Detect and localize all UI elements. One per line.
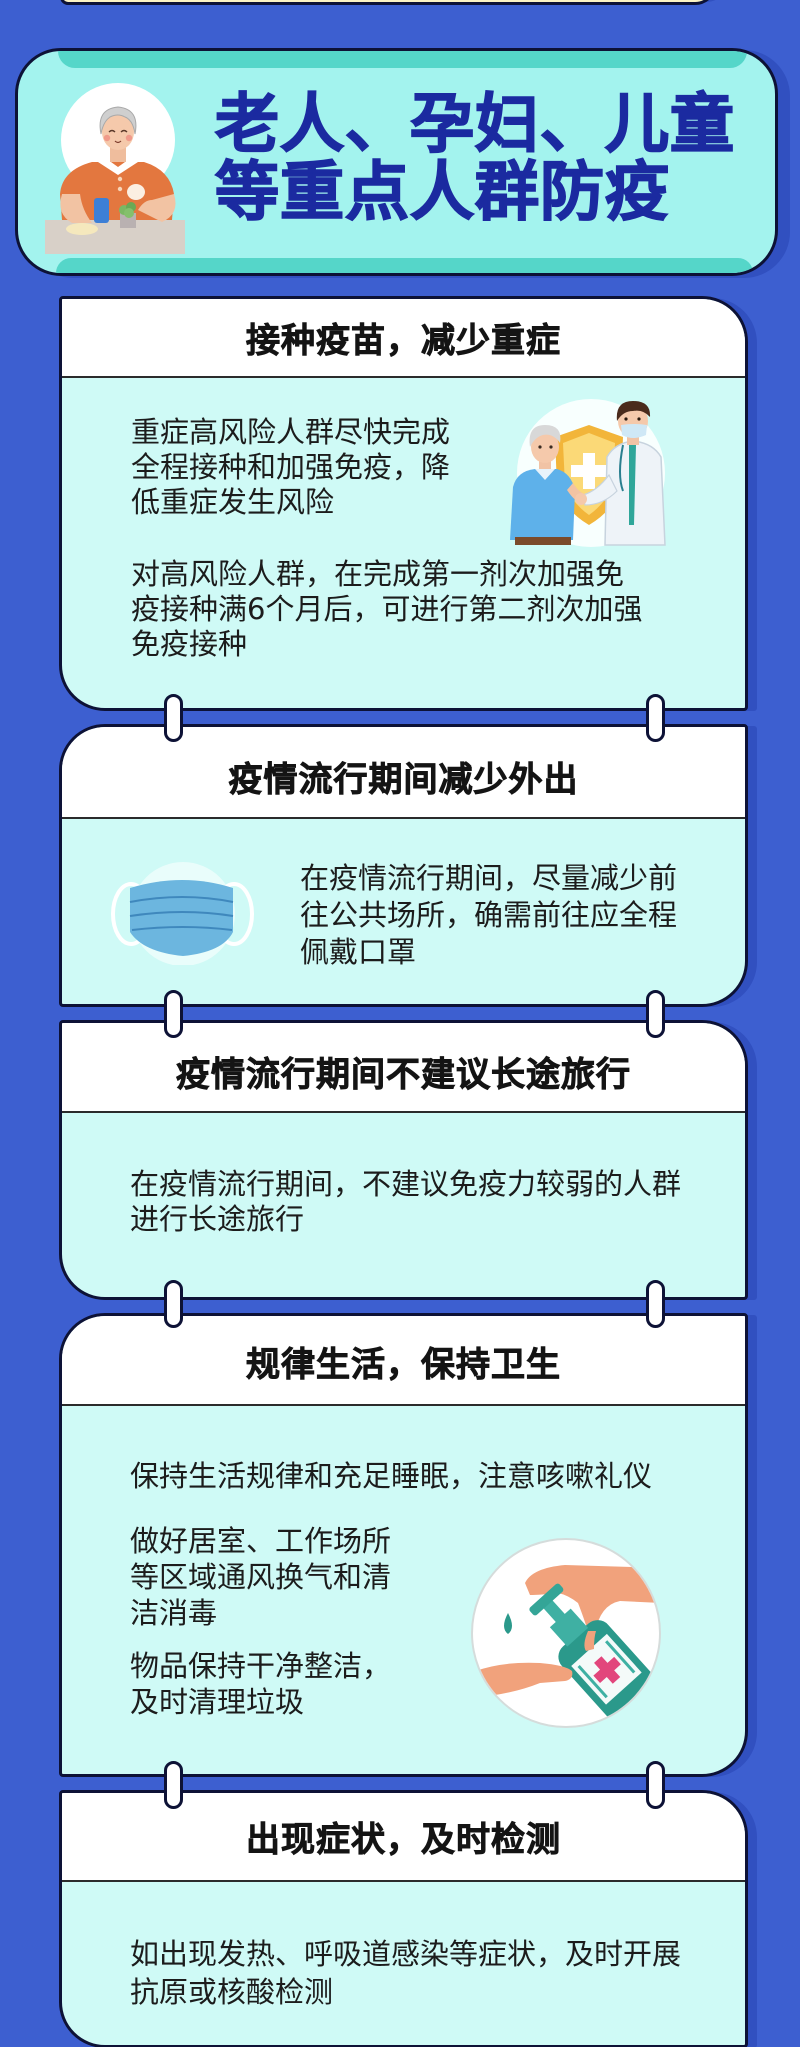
previous-section-box (60, 0, 717, 5)
card-title: 出现症状，及时检测 (246, 1820, 561, 1861)
text-line: 往公共场所，确需前往应全程 (300, 898, 678, 932)
text-line: 重症高风险人群尽快完成 (131, 415, 451, 449)
card-paragraph: 如出现发热、呼吸道感染等症状，及时开展 抗原或核酸检测 (130, 1935, 681, 2011)
binder-ring-left (164, 1280, 183, 1328)
card-header: 疫情流行期间减少外出 (62, 727, 745, 819)
banner-bottom-stripe (56, 258, 753, 273)
card-title: 疫情流行期间减少外出 (228, 759, 579, 800)
card-header: 规律生活，保持卫生 (62, 1316, 745, 1406)
text-line: 保持生活规律和充足睡眠，注意咳嗽礼仪 (130, 1459, 653, 1493)
card-reduce-outings: 疫情流行期间减少外出 在疫情流行期间，尽量减少前 往公共场所，确需前往应全程 佩… (59, 724, 748, 1007)
card-title: 疫情流行期间不建议长途旅行 (176, 1054, 631, 1095)
binder-ring-right (646, 1280, 665, 1328)
hand-sanitizer-illustration (471, 1538, 661, 1728)
card-paragraph: 在疫情流行期间，不建议免疫力较弱的人群 进行长途旅行 (130, 1167, 681, 1237)
card-paragraph: 做好居室、工作场所 等区域通风换气和清 洁消毒 (130, 1523, 391, 1631)
text-line: 在疫情流行期间，不建议免疫力较弱的人群 (130, 1167, 682, 1201)
text-line: 免疫接种 (131, 627, 248, 661)
card-title: 规律生活，保持卫生 (246, 1344, 561, 1385)
text-line: 佩戴口罩 (300, 935, 417, 969)
banner-title-line-1: 老人、孕妇、儿童 (214, 88, 735, 162)
card-header: 出现症状，及时检测 (62, 1793, 745, 1882)
text-line: 及时清理垃圾 (130, 1685, 305, 1719)
text-line: 如出现发热、呼吸道感染等症状，及时开展 (130, 1937, 682, 1971)
card-hygiene: 规律生活，保持卫生 保持生活规律和充足睡眠，注意咳嗽礼仪 做好居室、工作场所 等… (59, 1313, 748, 1777)
card-paragraph: 保持生活规律和充足睡眠，注意咳嗽礼仪 (130, 1458, 652, 1494)
banner-title: 老人、孕妇、儿童 等重点人群防疫 (214, 88, 735, 230)
text-line: 做好居室、工作场所 (130, 1524, 392, 1558)
text-line: 洁消毒 (130, 1596, 218, 1630)
banner-title-line-2: 等重点人群防疫 (214, 156, 670, 230)
card-paragraph: 重症高风险人群尽快完成 全程接种和加强免疫，降 低重症发生风险 (131, 415, 450, 520)
card-paragraph: 在疫情流行期间，尽量减少前 往公共场所，确需前往应全程 佩戴口罩 (300, 860, 677, 971)
binder-ring-left (164, 990, 183, 1038)
text-line: 低重症发生风险 (131, 485, 335, 519)
text-line: 在疫情流行期间，尽量减少前 (300, 861, 678, 895)
binder-ring-right (646, 1761, 665, 1809)
doctor-vaccinating-elder-illustration (510, 399, 666, 547)
text-line: 抗原或核酸检测 (130, 1975, 334, 2009)
text-line: 进行长途旅行 (130, 1202, 305, 1236)
section-banner: 老人、孕妇、儿童 等重点人群防疫 (15, 48, 778, 276)
elderly-woman-illustration (45, 83, 185, 254)
binder-ring-left (164, 1761, 183, 1809)
card-no-long-travel: 疫情流行期间不建议长途旅行 在疫情流行期间，不建议免疫力较弱的人群 进行长途旅行 (59, 1020, 748, 1300)
card-header: 疫情流行期间不建议长途旅行 (62, 1023, 745, 1113)
card-vaccination: 接种疫苗，减少重症 重症高风险人群尽快完成 全程接种和加强免疫，降 低重症发生风… (59, 296, 748, 711)
binder-ring-left (164, 694, 183, 742)
banner-top-stripe (58, 51, 747, 68)
card-symptom-testing: 出现症状，及时检测 如出现发热、呼吸道感染等症状，及时开展 抗原或核酸检测 (59, 1790, 748, 2047)
text-line: 等区域通风换气和清 (130, 1560, 392, 1594)
binder-ring-right (646, 694, 665, 742)
card-title: 接种疫苗，减少重症 (246, 321, 561, 362)
text-line: 物品保持干净整洁， (130, 1649, 392, 1683)
text-line: 对高风险人群，在完成第一剂次加强免 (131, 557, 625, 591)
card-header: 接种疫苗，减少重症 (62, 299, 745, 378)
face-mask-illustration (111, 862, 254, 965)
binder-ring-right (646, 990, 665, 1038)
text-line: 疫接种满6个月后，可进行第二剂次加强 (131, 592, 643, 626)
text-line: 全程接种和加强免疫，降 (131, 450, 451, 484)
card-paragraph: 对高风险人群，在完成第一剂次加强免 疫接种满6个月后，可进行第二剂次加强 免疫接… (131, 557, 642, 662)
card-paragraph: 物品保持干净整洁， 及时清理垃圾 (130, 1648, 391, 1720)
